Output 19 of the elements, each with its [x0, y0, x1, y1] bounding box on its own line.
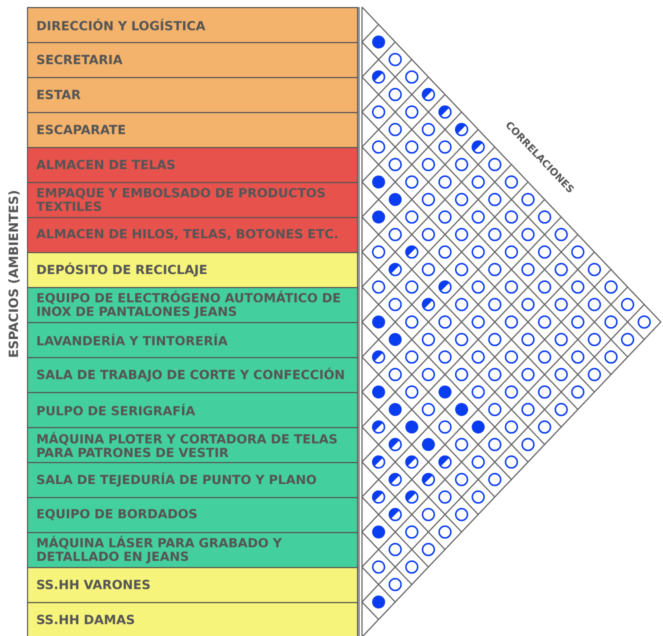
space-row: SECRETARIA [27, 42, 358, 78]
space-row: LAVANDERÍA Y TINTORERÍA [27, 322, 358, 358]
space-row: EQUIPO DE ELECTRÓGENO AUTOMÁTICO DE INOX DE PANTALONES JEANS [27, 287, 358, 324]
space-row: SS.HH DAMAS [27, 602, 358, 636]
space-row: MÁQUINA PLOTER Y CORTADORA DE TELAS PARA PATRONES DE VESTIR [27, 427, 358, 464]
axis-title: ESPACIOS (AMBIENTES) [8, 191, 20, 357]
space-row: DEPÓSITO DE RECICLAJE [27, 252, 358, 288]
space-row: SS.HH VARONES [27, 567, 358, 604]
space-row: MÁQUINA LÁSER PARA GRABADO Y DETALLADO EN JEANS [27, 532, 358, 568]
space-row: ESTAR [27, 77, 358, 114]
space-row: EMPAQUE Y EMBOLSADO DE PRODUCTOS TEXTILES [27, 182, 358, 218]
space-row: ALMACEN DE TELAS [27, 147, 358, 184]
space-row: PULPO DE SERIGRAFÍA [27, 392, 358, 428]
space-row: ESCAPARATE [27, 112, 358, 148]
space-row: DIRECCIÓN Y LOGÍSTICA [27, 7, 358, 44]
space-row: SALA DE TRABAJO DE CORTE Y CONFECCIÓN [27, 357, 358, 394]
space-row: EQUIPO DE BORDADOS [27, 497, 358, 534]
space-row: ALMACEN DE HILOS, TELAS, BOTONES ETC. [27, 217, 358, 254]
space-row: SALA DE TEJEDURÍA DE PUNTO Y PLANO [27, 462, 358, 498]
